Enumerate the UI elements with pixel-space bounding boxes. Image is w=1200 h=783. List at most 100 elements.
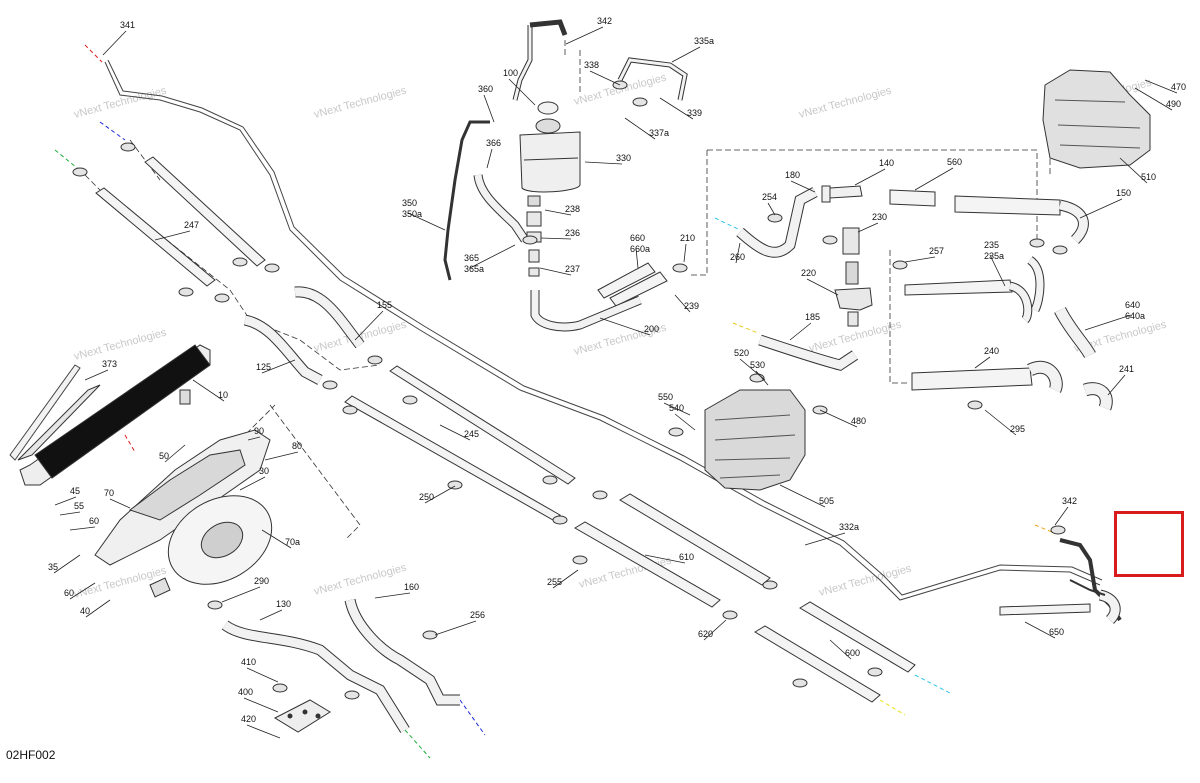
callout-505[interactable]: 505 <box>819 496 834 506</box>
callout-200[interactable]: 200 <box>644 324 659 334</box>
leader-line-339 <box>659 97 694 120</box>
callout-60a[interactable]: 60 <box>89 516 99 526</box>
callout-240[interactable]: 240 <box>984 346 999 356</box>
callout-330[interactable]: 330 <box>616 153 631 163</box>
callout-480[interactable]: 480 <box>851 416 866 426</box>
callout-236[interactable]: 236 <box>565 228 580 238</box>
leader-line-130 <box>259 609 283 621</box>
callout-560[interactable]: 560 <box>947 157 962 167</box>
callout-210[interactable]: 210 <box>680 233 695 243</box>
callout-130[interactable]: 130 <box>276 599 291 609</box>
callout-337a[interactable]: 337a <box>649 128 669 138</box>
callout-238[interactable]: 238 <box>565 204 580 214</box>
callout-80[interactable]: 80 <box>292 441 302 451</box>
callout-239[interactable]: 239 <box>684 301 699 311</box>
leader-line-155 <box>354 310 384 341</box>
callout-245[interactable]: 245 <box>464 429 479 439</box>
clamp-24 <box>967 400 983 410</box>
callout-40[interactable]: 40 <box>80 606 90 616</box>
leader-line-125 <box>261 359 296 374</box>
callout-220[interactable]: 220 <box>801 268 816 278</box>
callout-610[interactable]: 610 <box>679 552 694 562</box>
callout-30[interactable]: 30 <box>259 466 269 476</box>
clamp-12 <box>552 515 568 525</box>
callout-490[interactable]: 490 <box>1166 99 1181 109</box>
callout-70a[interactable]: 70a <box>285 537 300 547</box>
callout-256[interactable]: 256 <box>470 610 485 620</box>
leader-line-210 <box>683 243 687 263</box>
clamp-14 <box>572 555 588 565</box>
callout-332a[interactable]: 332a <box>839 522 859 532</box>
callout-470[interactable]: 470 <box>1171 82 1186 92</box>
callout-254[interactable]: 254 <box>762 192 777 202</box>
callout-180[interactable]: 180 <box>785 170 800 180</box>
callout-70[interactable]: 70 <box>104 488 114 498</box>
diagram-code: 02HF002 <box>6 748 56 762</box>
callout-650[interactable]: 650 <box>1049 627 1064 637</box>
callout-339[interactable]: 339 <box>687 108 702 118</box>
callout-50[interactable]: 50 <box>159 451 169 461</box>
callout-342b[interactable]: 342 <box>1062 496 1077 506</box>
callout-366[interactable]: 366 <box>486 138 501 148</box>
callout-230[interactable]: 230 <box>872 212 887 222</box>
callout-510[interactable]: 510 <box>1141 172 1156 182</box>
callout-600[interactable]: 600 <box>845 648 860 658</box>
callout-241[interactable]: 241 <box>1119 364 1134 374</box>
leader-line-295 <box>984 409 1017 436</box>
highlight-box[interactable] <box>1114 511 1184 577</box>
callout-140[interactable]: 140 <box>879 158 894 168</box>
callout-410[interactable]: 410 <box>241 657 256 667</box>
callout-125[interactable]: 125 <box>256 362 271 372</box>
leader-line-35 <box>53 554 81 574</box>
callout-247[interactable]: 247 <box>184 220 199 230</box>
callout-620[interactable]: 620 <box>698 629 713 639</box>
callout-400[interactable]: 400 <box>238 687 253 697</box>
callout-237[interactable]: 237 <box>565 264 580 274</box>
callout-360[interactable]: 360 <box>478 84 493 94</box>
leader-line-337a <box>624 117 656 140</box>
leader-line-255 <box>552 569 579 589</box>
callout-90[interactable]: 90 <box>254 426 264 436</box>
watermark-13: vNext Technologies <box>818 563 914 599</box>
leader-line-50 <box>164 444 186 463</box>
leader-line-540 <box>674 413 696 431</box>
callout-45[interactable]: 45 <box>70 486 80 496</box>
callout-60b[interactable]: 60 <box>64 588 74 598</box>
callout-55[interactable]: 55 <box>74 501 84 511</box>
callout-420[interactable]: 420 <box>241 714 256 724</box>
callout-100[interactable]: 100 <box>503 68 518 78</box>
leader-line-45 <box>54 496 77 506</box>
callout-150[interactable]: 150 <box>1116 188 1131 198</box>
callout-520[interactable]: 520 <box>734 348 749 358</box>
callout-338[interactable]: 338 <box>584 60 599 70</box>
straight-tubes <box>95 156 1091 703</box>
callout-160[interactable]: 160 <box>404 582 419 592</box>
callout-341[interactable]: 341 <box>120 20 135 30</box>
callout-250[interactable]: 250 <box>419 492 434 502</box>
clamp-5 <box>264 263 280 273</box>
callout-540[interactable]: 540 <box>669 403 684 413</box>
callout-342a[interactable]: 342 <box>597 16 612 26</box>
callout-35[interactable]: 35 <box>48 562 58 572</box>
clamp-20 <box>344 690 360 700</box>
callout-550[interactable]: 550 <box>658 392 673 402</box>
callout-255[interactable]: 255 <box>547 577 562 587</box>
callout-155[interactable]: 155 <box>377 300 392 310</box>
callout-257[interactable]: 257 <box>929 246 944 256</box>
clamp-19 <box>422 630 438 640</box>
callout-530[interactable]: 530 <box>750 360 765 370</box>
callout-335a[interactable]: 335a <box>694 36 714 46</box>
callout-295[interactable]: 295 <box>1010 424 1025 434</box>
callout-10[interactable]: 10 <box>218 390 228 400</box>
callout-290[interactable]: 290 <box>254 576 269 586</box>
callout-373[interactable]: 373 <box>102 359 117 369</box>
leader-line-235 <box>989 254 1006 287</box>
callout-260[interactable]: 260 <box>730 252 745 262</box>
callout-185[interactable]: 185 <box>805 312 820 322</box>
